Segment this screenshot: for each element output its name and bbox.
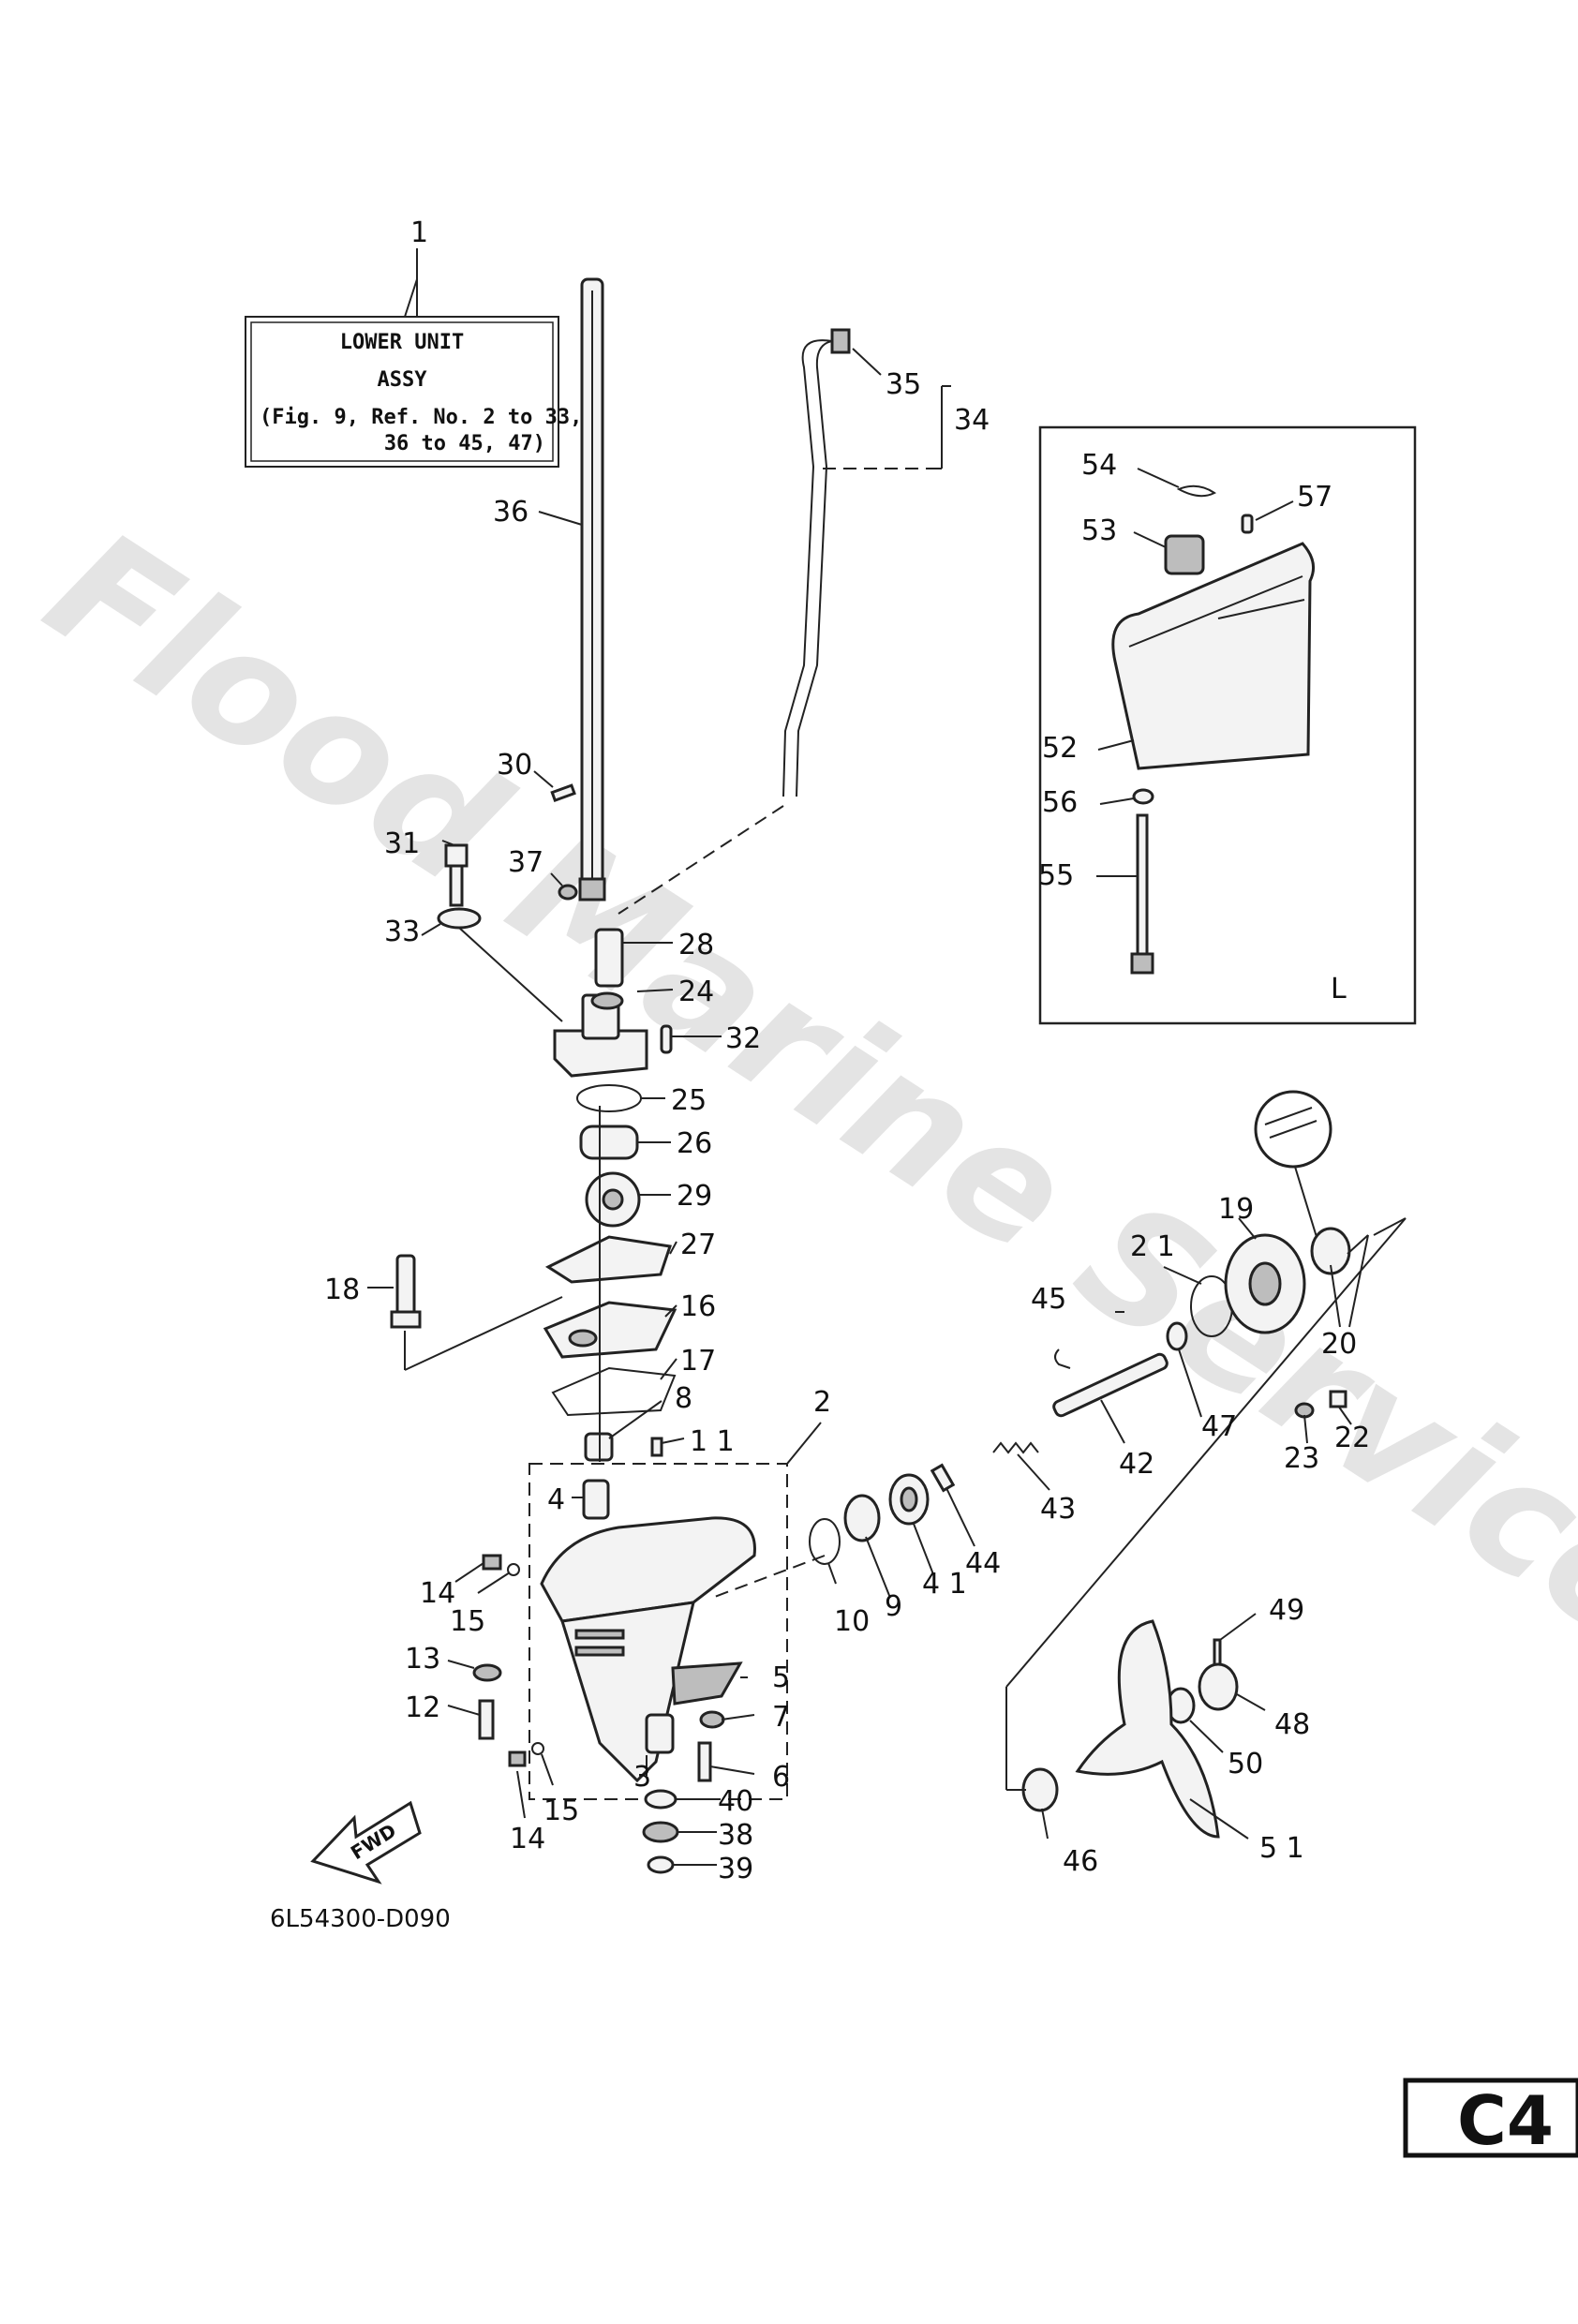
callout-20: 20 — [1321, 1328, 1357, 1361]
drive-shaft — [538, 277, 606, 901]
callout-30: 30 — [497, 749, 532, 782]
callout-45: 45 — [1031, 1283, 1066, 1316]
callout-55: 55 — [1038, 859, 1074, 892]
callout-56: 56 — [1042, 786, 1078, 819]
callout-53: 53 — [1081, 514, 1117, 547]
callout-9: 9 — [885, 1590, 902, 1623]
assy-box-line2: ASSY — [378, 368, 428, 392]
callout-47: 47 — [1201, 1410, 1237, 1443]
callout-1: 1 — [410, 216, 428, 249]
callout-13: 13 — [405, 1643, 440, 1676]
callout-11: 1 1 — [690, 1425, 735, 1458]
callout-22: 22 — [1334, 1422, 1370, 1454]
callout-26: 26 — [677, 1127, 712, 1160]
callout-50: 50 — [1228, 1748, 1263, 1780]
callout-16: 16 — [680, 1290, 716, 1323]
callout-21: 2 1 — [1130, 1230, 1175, 1263]
leader-lines-case — [447, 1562, 755, 1866]
callout-36: 36 — [493, 496, 528, 529]
callout-37: 37 — [508, 846, 543, 879]
callout-19: 19 — [1218, 1193, 1254, 1226]
callout-17: 17 — [680, 1345, 716, 1378]
callout-49: 49 — [1269, 1594, 1304, 1627]
callout-24: 24 — [678, 976, 714, 1008]
callout-40: 40 — [718, 1785, 753, 1818]
callout-5: 5 — [772, 1661, 790, 1694]
callout-39: 39 — [718, 1853, 753, 1885]
callout-51: 5 1 — [1259, 1832, 1304, 1865]
callout-2: 2 — [813, 1386, 831, 1419]
propeller-shaft-parts — [809, 1090, 1351, 1839]
callout-8: 8 — [675, 1382, 692, 1415]
page-id-box: C4 — [1403, 2078, 1578, 2160]
callout-54: 54 — [1081, 449, 1117, 482]
callout-34: 34 — [954, 404, 990, 437]
callout-25: 25 — [671, 1084, 707, 1117]
callout-41: 4 1 — [922, 1568, 967, 1601]
callout-35: 35 — [886, 368, 921, 401]
callout-42: 42 — [1119, 1448, 1154, 1481]
callout-14b: 14 — [510, 1823, 545, 1855]
callout-27: 27 — [680, 1229, 716, 1261]
callout-44: 44 — [965, 1547, 1001, 1580]
callout-43: 43 — [1040, 1493, 1076, 1526]
lower-case-parts — [472, 1422, 822, 1874]
assy-box-line3: (Fig. 9, Ref. No. 2 to 33, — [260, 406, 582, 429]
lower-unit-assy-label: LOWER UNIT ASSY (Fig. 9, Ref. No. 2 to 3… — [245, 248, 582, 468]
assy-box-line4: 36 to 45, 47) — [384, 432, 545, 455]
callout-38: 38 — [718, 1819, 753, 1852]
callout-48: 48 — [1274, 1708, 1310, 1741]
callout-15a: 15 — [450, 1605, 485, 1638]
watermark-text: Flood Marine Services — [17, 495, 1578, 1732]
callout-29: 29 — [677, 1180, 712, 1213]
callout-6: 6 — [772, 1761, 790, 1794]
callout-52: 52 — [1042, 732, 1078, 765]
inset-label: L — [1331, 973, 1347, 1006]
callout-12: 12 — [405, 1691, 440, 1724]
callout-10: 10 — [834, 1605, 870, 1638]
callout-18: 18 — [324, 1274, 360, 1306]
callout-31: 31 — [384, 827, 420, 860]
callout-15b: 15 — [543, 1795, 579, 1827]
page-id: C4 — [1457, 2081, 1554, 2160]
callout-23: 23 — [1284, 1442, 1319, 1475]
inset-variant-box — [1038, 425, 1417, 1025]
callout-32: 32 — [725, 1022, 761, 1055]
callout-28: 28 — [678, 929, 714, 961]
leader-lines-pump — [367, 770, 722, 1498]
callout-46: 46 — [1063, 1845, 1098, 1878]
drawing-code: 6L54300-D090 — [270, 1905, 451, 1933]
callout-7: 7 — [772, 1701, 790, 1734]
shift-rod — [618, 328, 951, 915]
callout-3: 3 — [633, 1761, 651, 1794]
assy-box-line1: LOWER UNIT — [340, 331, 464, 354]
callout-57: 57 — [1297, 481, 1332, 514]
leader-lines-inset — [1096, 468, 1294, 877]
callout-33: 33 — [384, 916, 420, 948]
callout-14a: 14 — [420, 1577, 455, 1610]
callout-numbers: 1 35 34 36 30 31 37 33 28 24 32 25 26 29… — [324, 216, 1370, 1885]
leader-lines-prop — [711, 1217, 1407, 1840]
callout-4: 4 — [547, 1483, 565, 1516]
forward-direction-icon: FWD — [310, 1800, 422, 1885]
